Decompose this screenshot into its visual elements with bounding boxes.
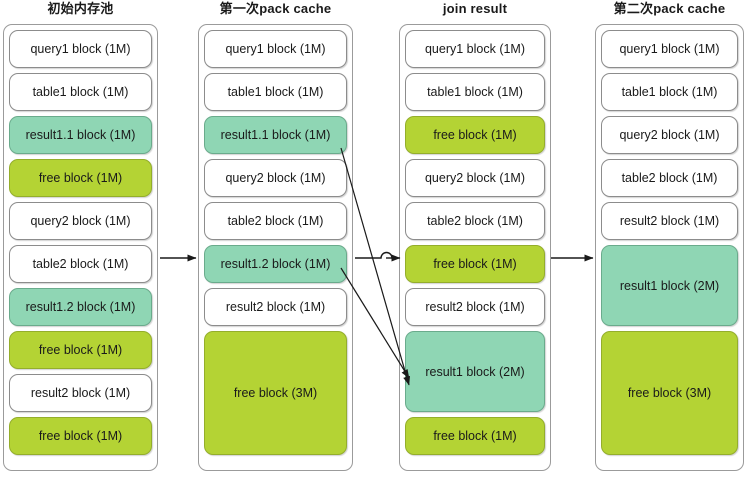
memory-block[interactable]: free block (1M) xyxy=(9,159,152,197)
block-list: query1 block (1M) table1 block (1M) quer… xyxy=(601,30,738,465)
block-label: query2 block (1M) xyxy=(619,128,720,142)
memory-block[interactable]: result2 block (1M) xyxy=(405,288,545,326)
memory-block[interactable]: query2 block (1M) xyxy=(9,202,152,240)
memory-block[interactable]: table1 block (1M) xyxy=(9,73,152,111)
memory-block[interactable]: result2 block (1M) xyxy=(601,202,738,240)
block-label: free block (1M) xyxy=(38,429,123,443)
block-label: table2 block (1M) xyxy=(227,214,324,228)
block-label: result2 block (1M) xyxy=(619,214,720,228)
column-second-pack-cache: 第二次pack cache query1 block (1M) table1 b… xyxy=(595,0,744,471)
block-label: query1 block (1M) xyxy=(225,42,326,56)
memory-block[interactable]: result1 block (2M) xyxy=(601,245,738,326)
memory-pool-panel: query1 block (1M) table1 block (1M) resu… xyxy=(198,24,353,471)
memory-block[interactable]: result2 block (1M) xyxy=(204,288,347,326)
block-list: query1 block (1M) table1 block (1M) resu… xyxy=(204,30,347,465)
memory-block[interactable]: table2 block (1M) xyxy=(405,202,545,240)
memory-block[interactable]: free block (3M) xyxy=(204,331,347,455)
memory-block[interactable]: free block (1M) xyxy=(405,245,545,283)
memory-block[interactable]: result2 block (1M) xyxy=(9,374,152,412)
memory-block[interactable]: result1 block (2M) xyxy=(405,331,545,412)
block-label: query2 block (1M) xyxy=(225,171,326,185)
block-label: table2 block (1M) xyxy=(621,171,718,185)
column-title: join result xyxy=(442,1,508,16)
memory-block[interactable]: query1 block (1M) xyxy=(405,30,545,68)
block-list: query1 block (1M) table1 block (1M) free… xyxy=(405,30,545,465)
column-title: 第二次pack cache xyxy=(613,1,726,16)
memory-block[interactable]: free block (1M) xyxy=(9,417,152,455)
memory-block[interactable]: query1 block (1M) xyxy=(601,30,738,68)
column-join-result: join result query1 block (1M) table1 blo… xyxy=(399,0,551,471)
memory-block[interactable]: free block (1M) xyxy=(9,331,152,369)
block-label: result1.2 block (1M) xyxy=(220,257,331,271)
block-label: result2 block (1M) xyxy=(425,300,525,314)
block-label: free block (3M) xyxy=(627,386,712,400)
memory-block[interactable]: free block (1M) xyxy=(405,417,545,455)
memory-block[interactable]: table2 block (1M) xyxy=(601,159,738,197)
memory-pool-panel: query1 block (1M) table1 block (1M) resu… xyxy=(3,24,158,471)
arrow-pack1-to-join xyxy=(355,251,401,262)
memory-block[interactable]: free block (3M) xyxy=(601,331,738,455)
block-label: free block (1M) xyxy=(433,257,517,271)
column-first-pack-cache: 第一次pack cache query1 block (1M) table1 b… xyxy=(198,0,353,471)
block-label: result1.1 block (1M) xyxy=(25,128,136,142)
memory-block[interactable]: free block (1M) xyxy=(405,116,545,154)
block-label: query2 block (1M) xyxy=(424,171,526,185)
block-label: result2 block (1M) xyxy=(225,300,326,314)
block-label: table2 block (1M) xyxy=(32,257,129,271)
column-title: 初始内存池 xyxy=(47,1,114,16)
block-label: result1 block (2M) xyxy=(425,364,525,379)
column-title: 第一次pack cache xyxy=(219,1,332,16)
block-label: query2 block (1M) xyxy=(30,214,131,228)
column-initial-memory-pool: 初始内存池 query1 block (1M) table1 block (1M… xyxy=(3,0,158,471)
block-label: result1.1 block (1M) xyxy=(220,128,331,142)
block-label: free block (1M) xyxy=(38,171,123,185)
memory-block[interactable]: table2 block (1M) xyxy=(9,245,152,283)
block-label: free block (1M) xyxy=(433,429,517,443)
block-label: result2 block (1M) xyxy=(30,386,131,400)
block-label: table2 block (1M) xyxy=(427,214,523,228)
memory-block[interactable]: result1.2 block (1M) xyxy=(204,245,347,283)
memory-block[interactable]: query1 block (1M) xyxy=(9,30,152,68)
block-list: query1 block (1M) table1 block (1M) resu… xyxy=(9,30,152,465)
block-label: result1 block (2M) xyxy=(619,278,720,293)
block-label: query1 block (1M) xyxy=(30,42,131,56)
block-label: table1 block (1M) xyxy=(32,85,129,99)
block-label: query1 block (1M) xyxy=(619,42,720,56)
memory-pool-panel: query1 block (1M) table1 block (1M) free… xyxy=(399,24,551,471)
memory-block[interactable]: query2 block (1M) xyxy=(601,116,738,154)
memory-block[interactable]: table1 block (1M) xyxy=(601,73,738,111)
memory-block[interactable]: table1 block (1M) xyxy=(204,73,347,111)
block-label: free block (1M) xyxy=(38,343,123,357)
block-label: result1.2 block (1M) xyxy=(25,300,136,314)
block-label: table1 block (1M) xyxy=(621,85,718,99)
block-label: table1 block (1M) xyxy=(227,85,324,99)
block-label: free block (3M) xyxy=(233,386,318,400)
memory-block[interactable]: query2 block (1M) xyxy=(204,159,347,197)
memory-pool-panel: query1 block (1M) table1 block (1M) quer… xyxy=(595,24,744,471)
memory-block[interactable]: query2 block (1M) xyxy=(405,159,545,197)
memory-block[interactable]: result1.1 block (1M) xyxy=(204,116,347,154)
memory-block[interactable]: result1.2 block (1M) xyxy=(9,288,152,326)
block-label: table1 block (1M) xyxy=(427,85,523,99)
memory-block[interactable]: table2 block (1M) xyxy=(204,202,347,240)
memory-block[interactable]: result1.1 block (1M) xyxy=(9,116,152,154)
block-label: free block (1M) xyxy=(433,128,517,142)
memory-block[interactable]: query1 block (1M) xyxy=(204,30,347,68)
memory-block[interactable]: table1 block (1M) xyxy=(405,73,545,111)
block-label: query1 block (1M) xyxy=(424,42,526,56)
